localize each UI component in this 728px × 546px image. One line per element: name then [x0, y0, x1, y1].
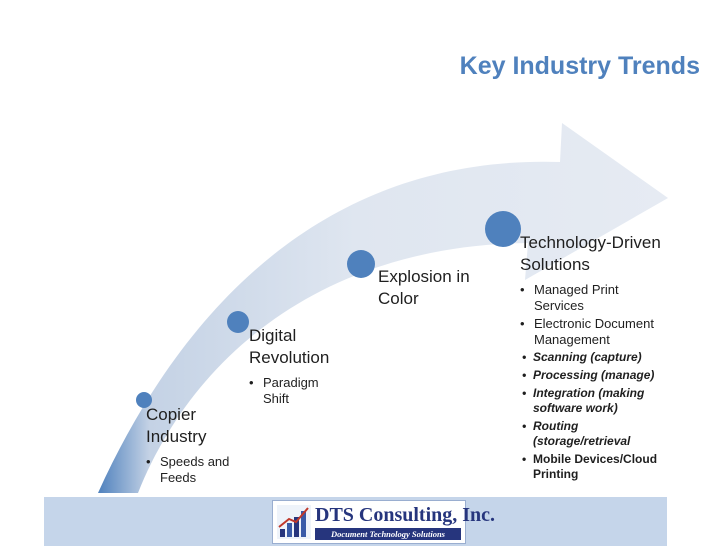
bullet-item: Managed Print Services	[520, 282, 652, 314]
logo-name: DTS Consulting, Inc.	[315, 504, 496, 526]
step-technology-driven-solutions: Technology-Driven Solutions Managed Prin…	[520, 232, 685, 485]
step-title-line: Digital	[249, 326, 297, 345]
bullet-text: Feeds	[160, 470, 197, 485]
step-bullets: Managed Print Services Electronic Docume…	[520, 282, 685, 482]
step-title: Technology-Driven Solutions	[520, 232, 685, 276]
step-bullets: Paradigm Shift	[249, 375, 359, 407]
bullet-text: Speeds and	[160, 454, 230, 469]
node-copier-industry	[136, 392, 152, 408]
slide-title: Key Industry Trends	[459, 52, 700, 80]
bullet-item: Electronic Document Management	[520, 316, 684, 348]
step-title: Digital Revolution	[249, 325, 359, 369]
bullet-text: Shift	[263, 391, 290, 406]
arrow-body	[98, 123, 668, 493]
node-digital-revolution	[227, 311, 249, 333]
step-bullets: Speeds and Feeds	[146, 454, 256, 486]
step-title-line: Copier	[146, 405, 197, 424]
step-digital-revolution: Digital Revolution Paradigm Shift	[249, 325, 359, 409]
step-title: Explosion in Color	[378, 266, 498, 310]
step-title-line: Industry	[146, 427, 207, 446]
sub-bullet-item: Mobile Devices/Cloud Printing	[522, 452, 683, 482]
sub-bullet-item: Processing (manage)	[522, 368, 685, 383]
bullet-item: Speeds and Feeds	[146, 454, 256, 486]
step-title-line: Revolution	[249, 348, 330, 367]
bullet-item: Paradigm Shift	[249, 375, 359, 407]
company-logo: DTS Consulting, Inc. Document Technology…	[272, 500, 495, 544]
step-title-line: Solutions	[520, 255, 590, 274]
step-title: Copier Industry	[146, 404, 256, 448]
logo-tagline: Document Technology Solutions	[315, 528, 461, 540]
node-technology-driven-solutions	[485, 211, 521, 247]
step-explosion-in-color: Explosion in Color	[378, 266, 498, 310]
sub-bullet-item: Scanning (capture)	[522, 350, 685, 365]
sub-bullet-item: Routing (storage/retrieval	[522, 419, 648, 449]
step-copier-industry: Copier Industry Speeds and Feeds	[146, 404, 256, 488]
bullet-text: Paradigm	[263, 375, 319, 390]
step-title-line: Explosion in	[378, 267, 470, 286]
step-title-line: Color	[378, 289, 419, 308]
node-explosion-in-color	[347, 250, 375, 278]
rising-chart-icon	[277, 505, 311, 539]
step-title-line: Technology-Driven	[520, 233, 661, 252]
sub-bullet-item: Integration (making software work)	[522, 386, 668, 416]
